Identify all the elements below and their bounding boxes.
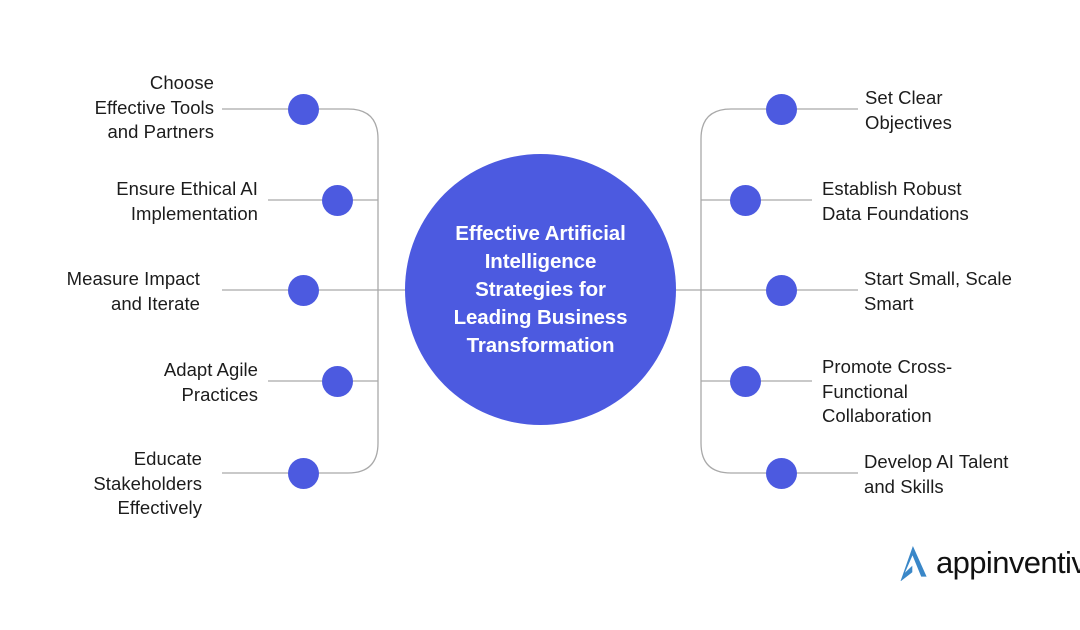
node-label-left-4: Adapt Agile Practices [163,359,258,405]
node-dot-right-1[interactable] [765,93,797,125]
node-label-left-1: Choose Effective Tools and Partners [94,72,214,142]
node-label-right-2: Establish Robust Data Foundations [822,178,969,224]
node-label-left-5: Educate Stakeholders Effectively [93,448,202,518]
hub-title: Effective Artificial Intelligence Strate… [453,221,628,357]
appinventiv-wordmark: appinventiv [936,544,1080,580]
node-label-left-2: Ensure Ethical AI Implementation [116,178,258,224]
node-dot-left-5[interactable] [287,457,319,489]
node-dot-left-2[interactable] [321,184,353,216]
central-hub: Effective Artificial Intelligence Strate… [405,154,676,425]
appinventiv-a-chevron-icon [900,546,927,581]
node-dot-right-2[interactable] [729,184,761,216]
node-dot-right-3[interactable] [765,274,797,306]
node-label-right-3: Start Small, Scale Smart [864,268,1012,314]
node-dot-right-5[interactable] [765,457,797,489]
node-label-right-5: Develop AI Talent and Skills [864,451,1009,497]
appinventiv-logo[interactable]: appinventiv [893,541,1080,581]
node-dot-left-4[interactable] [321,365,353,397]
node-dot-left-1[interactable] [287,93,319,125]
node-label-right-1: Set Clear Objectives [865,87,952,133]
node-label-left-3: Measure Impact and Iterate [66,268,200,314]
node-dot-left-3[interactable] [287,274,319,306]
node-dot-right-4[interactable] [729,365,761,397]
node-label-right-4: Promote Cross- Functional Collaboration [822,356,953,426]
